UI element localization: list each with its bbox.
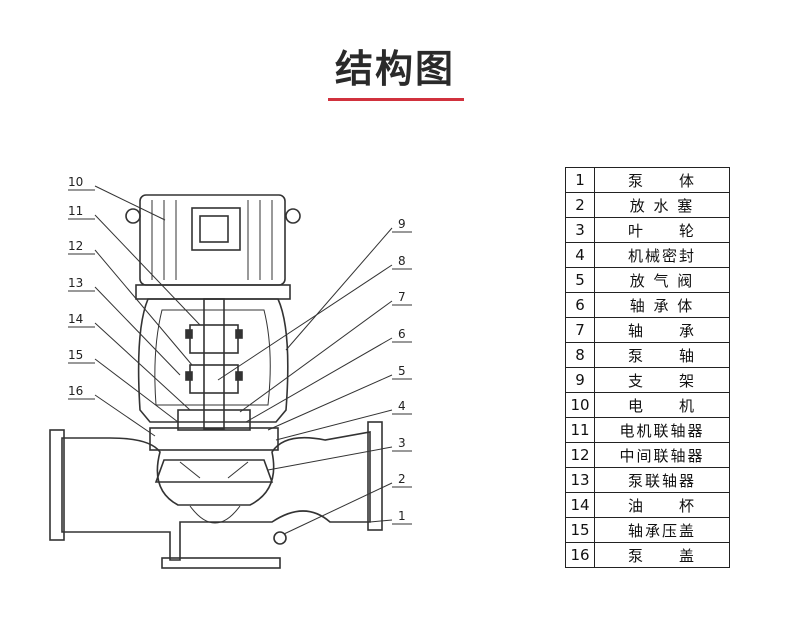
callout-13: 13 bbox=[68, 276, 83, 290]
part-number: 2 bbox=[565, 192, 595, 218]
page-title: 结构图 bbox=[334, 47, 455, 91]
pump-coupling bbox=[189, 364, 239, 394]
motor-terminal-box bbox=[191, 207, 241, 251]
motor-flange bbox=[135, 284, 291, 300]
callout-12: 12 bbox=[68, 239, 83, 253]
part-number: 13 bbox=[565, 467, 595, 493]
part-number: 4 bbox=[565, 242, 595, 268]
pump-casing bbox=[61, 431, 371, 561]
title-underline bbox=[328, 98, 464, 101]
outlet-flange bbox=[367, 421, 383, 531]
part-number: 7 bbox=[565, 317, 595, 343]
part-number: 3 bbox=[565, 217, 595, 243]
part-name: 轴承压盖 bbox=[594, 517, 730, 543]
inlet-flange bbox=[49, 429, 65, 541]
part-name: 泵 体 bbox=[594, 167, 730, 193]
callout-1: 1 bbox=[398, 509, 406, 523]
part-number: 8 bbox=[565, 342, 595, 368]
part-name: 支 架 bbox=[594, 367, 730, 393]
pump-cover bbox=[149, 427, 279, 451]
part-name: 电 机 bbox=[594, 392, 730, 418]
callout-3: 3 bbox=[398, 436, 406, 450]
part-number: 6 bbox=[565, 292, 595, 318]
callout-8: 8 bbox=[398, 254, 406, 268]
impeller bbox=[154, 459, 274, 483]
bearing-housing bbox=[177, 409, 251, 431]
motor-coupling bbox=[189, 324, 239, 354]
part-name: 轴 承 体 bbox=[594, 292, 730, 318]
shaft bbox=[203, 298, 225, 430]
part-name: 机械密封 bbox=[594, 242, 730, 268]
callout-5: 5 bbox=[398, 364, 406, 378]
callout-16: 16 bbox=[68, 384, 83, 398]
drain-plug bbox=[273, 531, 287, 545]
part-number: 5 bbox=[565, 267, 595, 293]
base bbox=[161, 557, 281, 569]
part-name: 油 杯 bbox=[594, 492, 730, 518]
callout-11: 11 bbox=[68, 204, 83, 218]
part-name: 放 气 阀 bbox=[594, 267, 730, 293]
part-number: 1 bbox=[565, 167, 595, 193]
callout-6: 6 bbox=[398, 327, 406, 341]
part-number: 14 bbox=[565, 492, 595, 518]
motor-lifting-eye-right bbox=[285, 208, 301, 224]
callout-7: 7 bbox=[398, 290, 406, 304]
callout-15: 15 bbox=[68, 348, 83, 362]
part-name: 泵 盖 bbox=[594, 542, 730, 568]
part-name: 放 水 塞 bbox=[594, 192, 730, 218]
callout-9: 9 bbox=[398, 217, 406, 231]
part-name: 中间联轴器 bbox=[594, 442, 730, 468]
pump-structure-drawing: 10 11 12 13 14 15 16 9 8 7 6 5 4 3 2 1 bbox=[49, 175, 412, 569]
callout-4: 4 bbox=[398, 399, 406, 413]
motor-lifting-eye-left bbox=[125, 208, 141, 224]
part-number: 15 bbox=[565, 517, 595, 543]
part-name: 轴 承 bbox=[594, 317, 730, 343]
callout-14: 14 bbox=[68, 312, 83, 326]
part-name: 电机联轴器 bbox=[594, 417, 730, 443]
callout-10: 10 bbox=[68, 175, 83, 189]
part-number: 10 bbox=[565, 392, 595, 418]
part-number: 11 bbox=[565, 417, 595, 443]
bracket bbox=[137, 298, 289, 423]
callout-2: 2 bbox=[398, 472, 406, 486]
part-number: 9 bbox=[565, 367, 595, 393]
part-name: 泵 轴 bbox=[594, 342, 730, 368]
part-number: 12 bbox=[565, 442, 595, 468]
part-name: 叶 轮 bbox=[594, 217, 730, 243]
part-name: 泵联轴器 bbox=[594, 467, 730, 493]
part-number: 16 bbox=[565, 542, 595, 568]
